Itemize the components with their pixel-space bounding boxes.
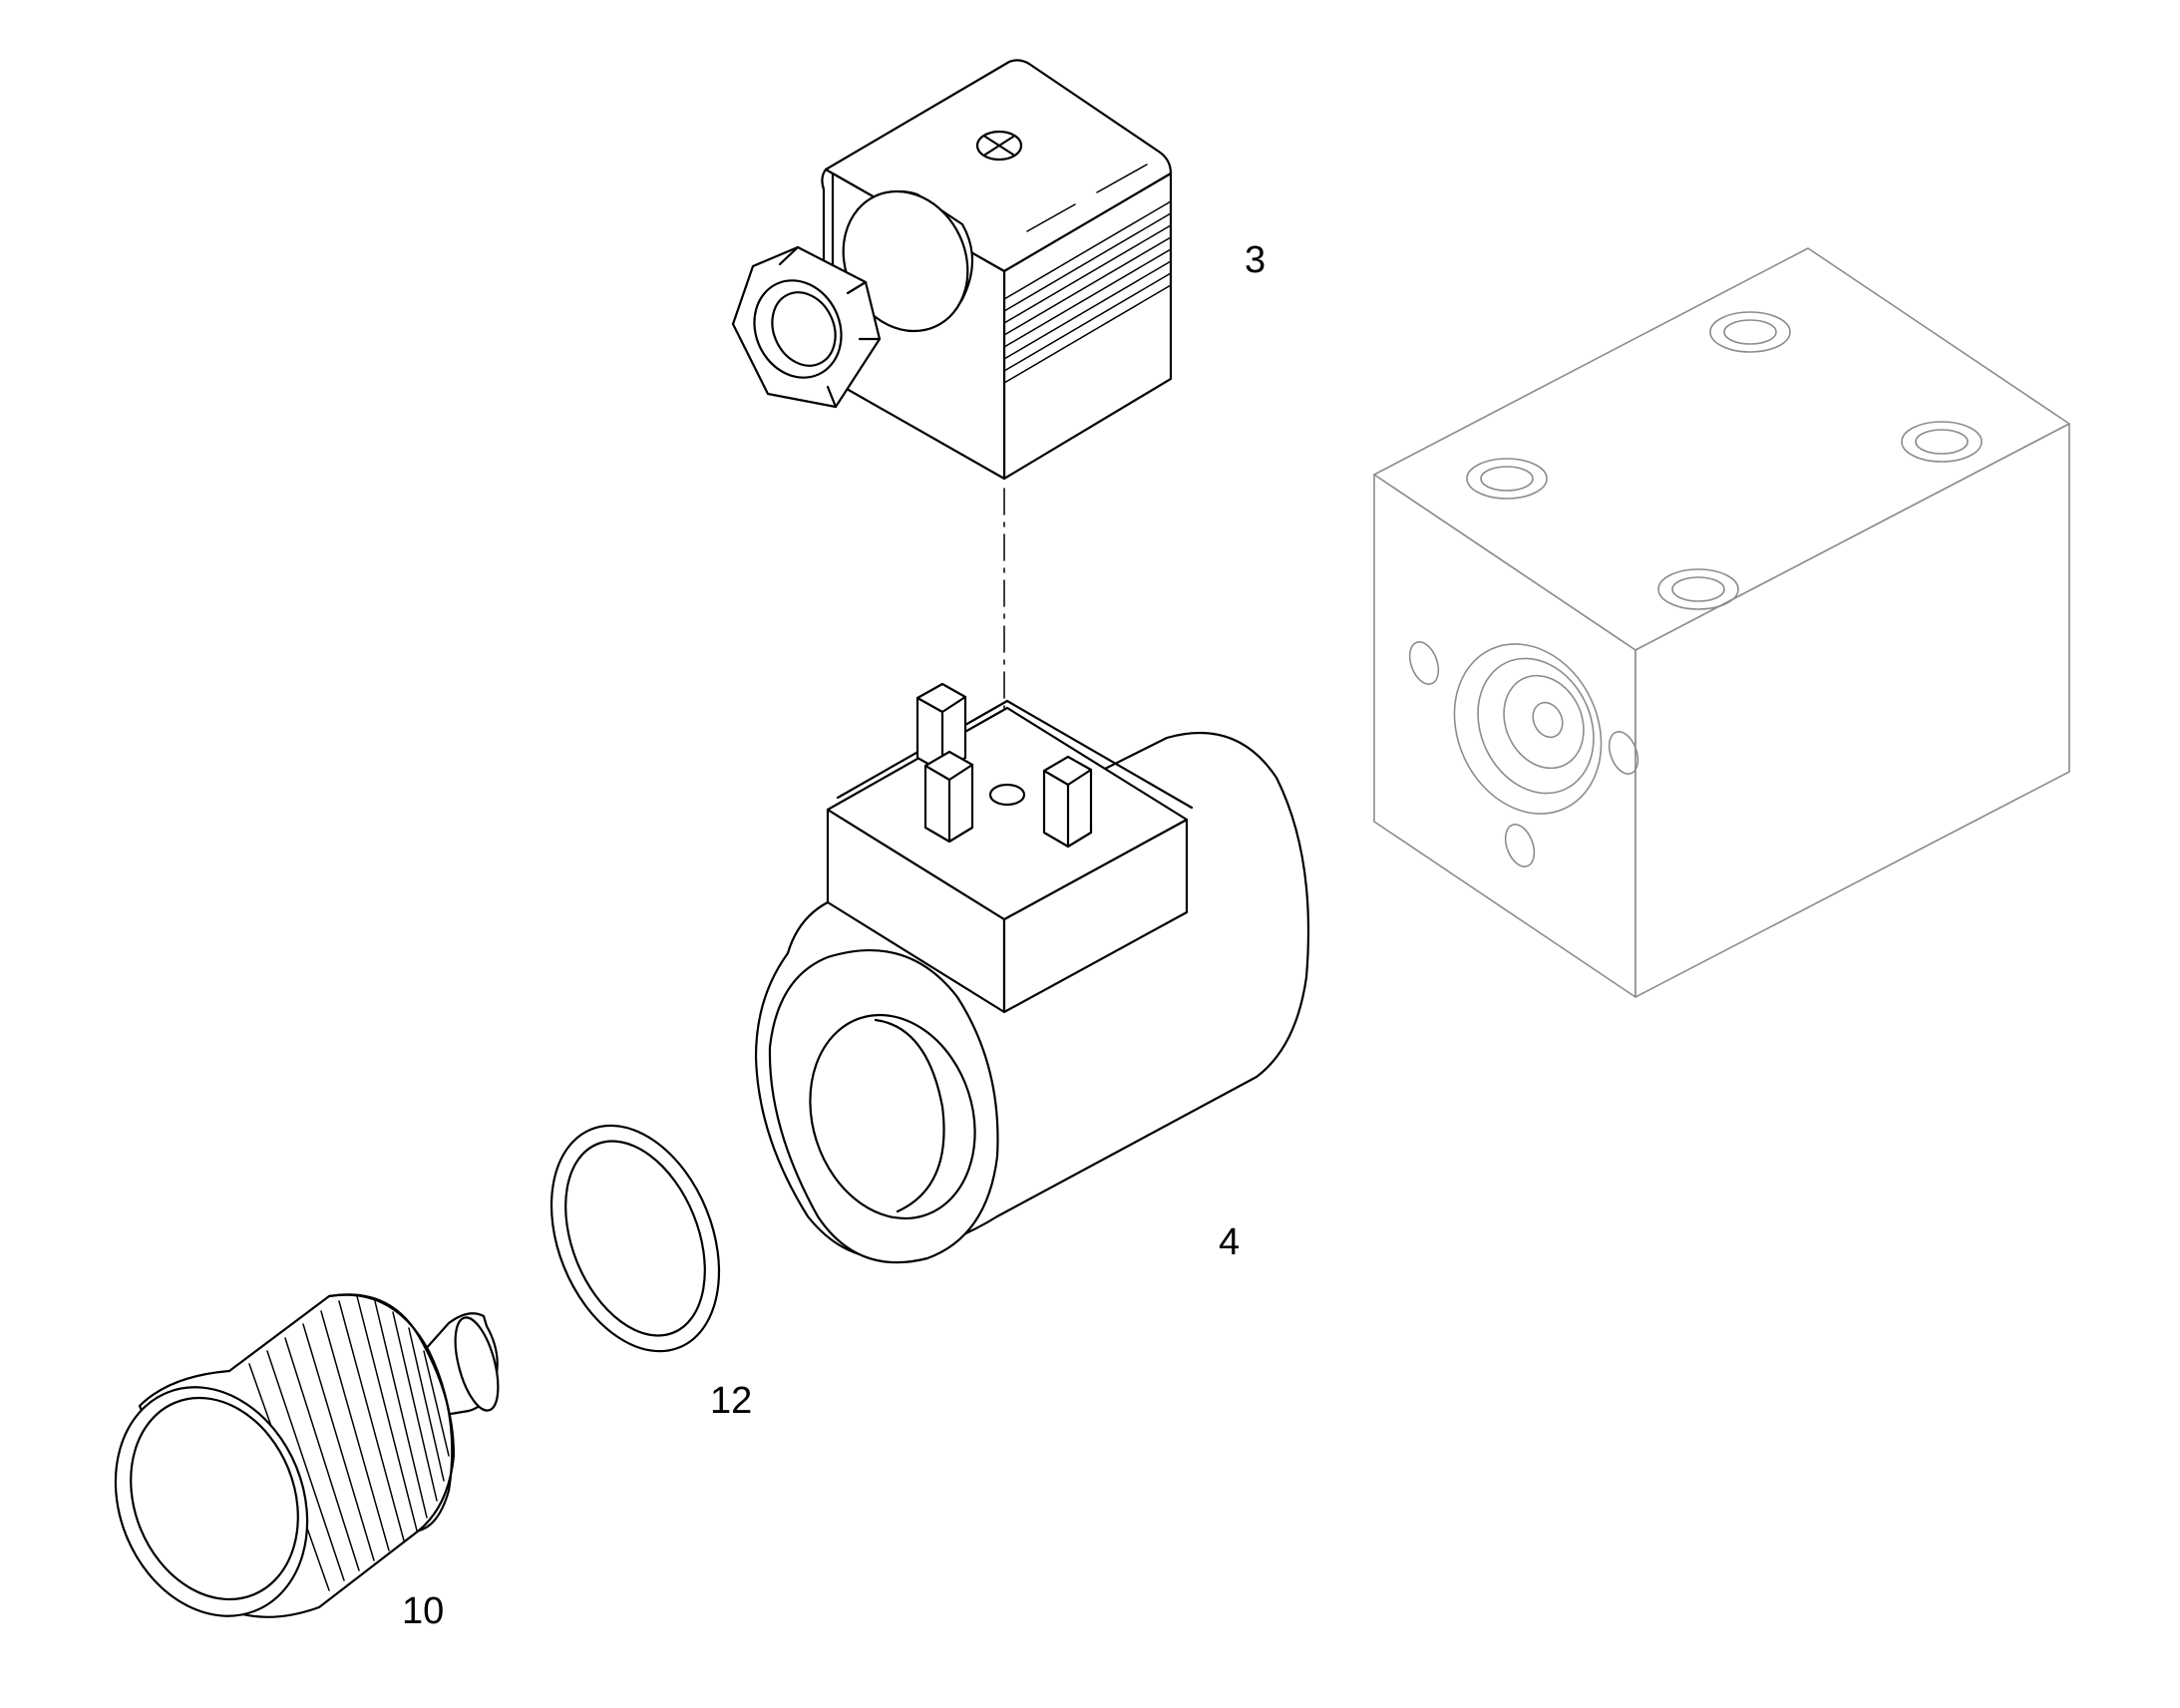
- o-ring: [549, 1124, 721, 1353]
- valve-block: [1373, 247, 2070, 998]
- block-top-holes: [1466, 311, 1983, 610]
- connector-screw-icon: [975, 130, 1023, 162]
- block-port: [1408, 641, 1639, 867]
- connector-plug: [731, 59, 1173, 481]
- knob-knurl-lines: [248, 1295, 450, 1591]
- callout-12: 12: [710, 1380, 753, 1422]
- callout-4: 4: [1219, 1221, 1241, 1263]
- callout-10: 10: [402, 1590, 445, 1632]
- callout-3: 3: [1245, 239, 1267, 281]
- coil-pins: [915, 682, 1093, 849]
- connector-ribs: [1003, 200, 1172, 384]
- solenoid-coil: [754, 682, 1310, 1264]
- knurled-knob: [114, 1293, 500, 1618]
